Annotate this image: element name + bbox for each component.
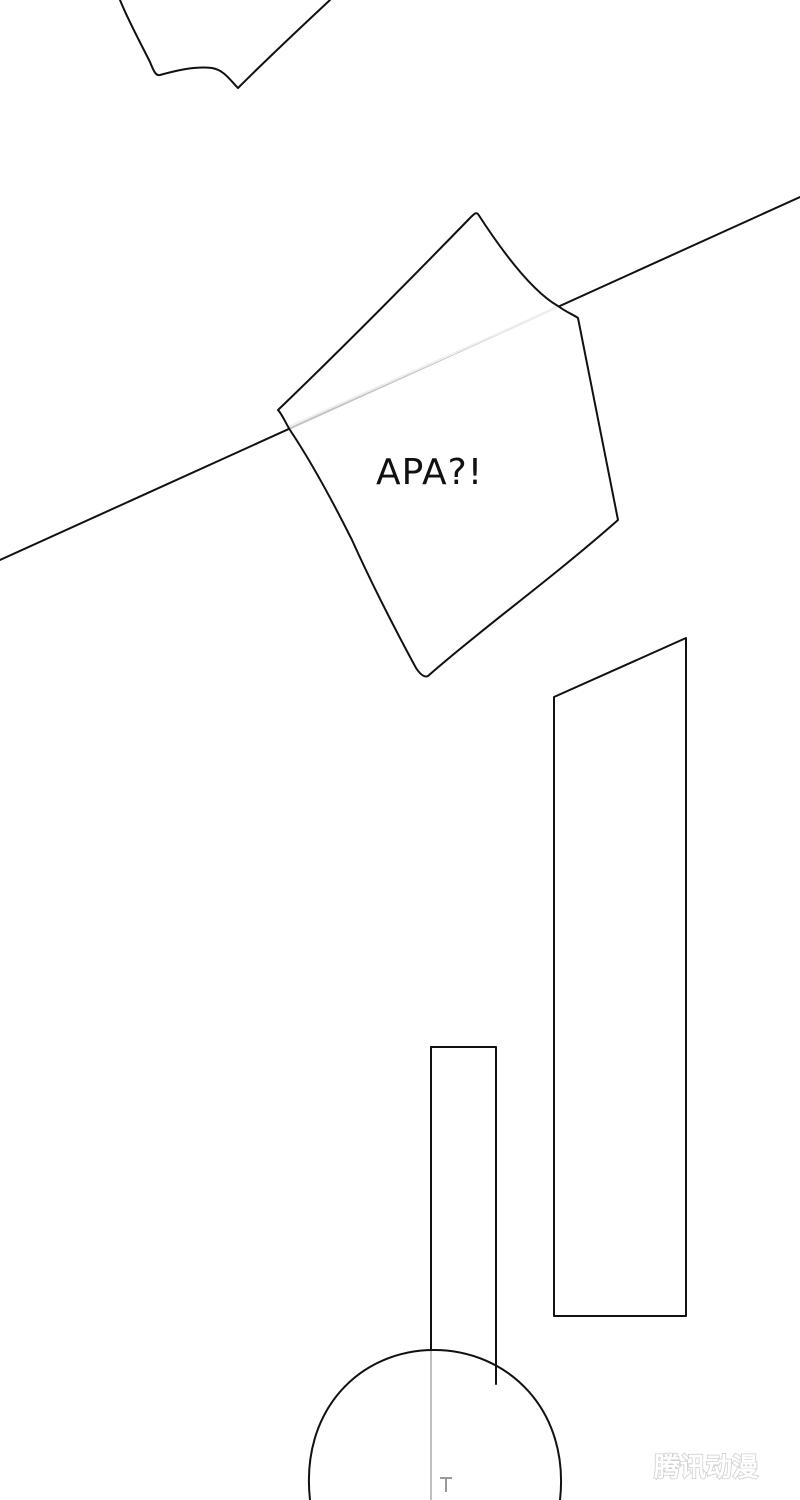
speech-bubble-fill — [278, 213, 618, 677]
bottom-circle-outline — [307, 1349, 563, 1500]
small-faint-mark — [440, 1477, 452, 1492]
tall-rectangle-outline — [553, 637, 687, 1317]
top-bubble-fragment — [119, 0, 331, 89]
speech-bubble-outline — [277, 212, 619, 678]
watermark-logo: 腾讯动漫 — [654, 1453, 758, 1483]
narrow-vertical-rectangle — [430, 1046, 497, 1385]
speech-bubble-text: APA?! — [376, 452, 483, 493]
